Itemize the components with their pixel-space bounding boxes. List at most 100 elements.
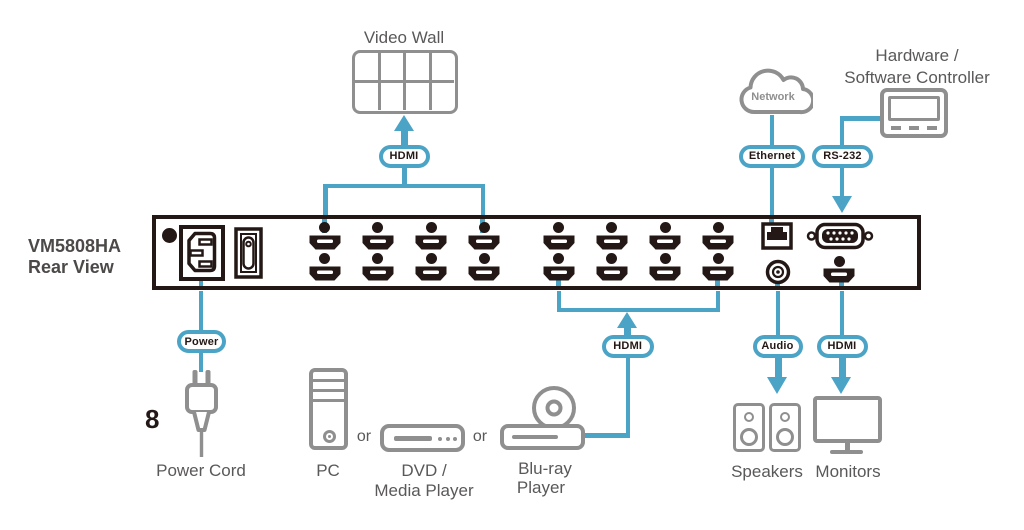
hdmi-port-shape (649, 266, 681, 280)
hdmi-port (702, 266, 734, 281)
controller-key (927, 126, 937, 130)
port-dot (833, 255, 845, 267)
monitor-base (830, 450, 863, 454)
controller-key (909, 126, 919, 130)
hdmi-port-shape (362, 266, 394, 280)
wire-stub (839, 281, 844, 286)
port-dot (606, 252, 618, 264)
network-label: Network (751, 91, 795, 103)
controller-screen (888, 96, 940, 121)
port-dot (606, 221, 618, 233)
hdmi-port (543, 266, 575, 281)
port-dot (659, 221, 671, 233)
wire-rs232 (842, 116, 880, 121)
monitor-icon (813, 396, 882, 443)
port-dot (319, 252, 330, 264)
pc-icon (309, 368, 348, 450)
ethernet-pill: Ethernet (739, 144, 805, 168)
hdmi-port-shape (823, 268, 854, 282)
screw-icon (161, 227, 177, 243)
controller-label-line2: Software Controller (844, 68, 990, 87)
video-wall-grid-line (355, 80, 454, 83)
bluray-disc-icon (532, 386, 576, 430)
hdmi-port-shape (543, 235, 574, 249)
power-plug-icon (185, 370, 218, 457)
dvd-dot (438, 436, 442, 441)
wire-sources (625, 356, 630, 435)
or-label: or (472, 428, 488, 445)
hdmi-port-shape (415, 266, 447, 280)
port-dot (553, 252, 564, 264)
controller-label-line1: Hardware / (875, 46, 959, 65)
wire-input-bracket (556, 307, 721, 312)
hdmi-port-column (700, 221, 736, 281)
hdmi-pill: HDMI (602, 334, 654, 358)
speaker-tweeter (744, 412, 754, 422)
hdmi-port (468, 266, 500, 281)
network-cloud-icon (739, 68, 813, 115)
wire-audio (774, 355, 782, 378)
hdmi-port (362, 235, 394, 250)
speaker-woofer (776, 428, 794, 446)
dvd-dot (453, 436, 457, 441)
hdmi-port (596, 266, 628, 281)
hdmi-pill: HDMI (816, 334, 868, 358)
hdmi-port-shape (468, 266, 500, 280)
hdmi-port-shape (309, 266, 340, 280)
arrow-up-icon (393, 115, 414, 131)
video-wall-icon (352, 50, 458, 114)
hdmi-port (468, 235, 500, 250)
speaker-tweeter (780, 412, 790, 422)
power-inlet (178, 224, 225, 281)
dvd-slot (394, 436, 432, 441)
wire-video-wall (401, 130, 408, 147)
speaker-woofer (740, 428, 758, 446)
monitors-label: Monitors (815, 462, 881, 481)
hdmi-port (309, 235, 341, 250)
port-dot (425, 221, 437, 233)
bluray-label-line2: Player (516, 478, 566, 497)
device-view-label: Rear View (28, 257, 114, 277)
hdmi-port-column (360, 221, 396, 281)
arrow-down-icon (831, 196, 852, 213)
bluray-slot (512, 435, 558, 439)
video-wall-label: Video Wall (363, 28, 445, 47)
pc-vent-line (313, 389, 344, 392)
wire-monitor (838, 355, 846, 378)
speaker-icon (769, 403, 801, 452)
wire-stub (198, 278, 203, 286)
wire-stub (769, 219, 774, 223)
hdmi-port (415, 235, 447, 250)
controller-key (891, 126, 901, 130)
dvd-player-icon (380, 424, 465, 452)
speakers-label: Speakers (731, 462, 803, 481)
arrow-down-icon (766, 377, 787, 394)
power-pill: Power (177, 330, 226, 353)
bluray-player-icon (500, 424, 585, 450)
hdmi-port (823, 268, 855, 288)
port-dot (712, 221, 724, 233)
port-dot (319, 221, 330, 233)
ethernet-port (760, 221, 793, 250)
hdmi-port-shape (543, 266, 574, 280)
port-dot (553, 221, 564, 233)
hdmi-output-ports (307, 221, 503, 281)
pc-vent-line (313, 379, 344, 382)
wire-sources (624, 327, 632, 336)
or-label: or (356, 428, 372, 445)
hdmi-port-column (647, 221, 683, 281)
rs232-pill: RS-232 (812, 144, 873, 168)
power-switch (233, 226, 263, 279)
device-rear-panel (152, 215, 921, 290)
dvd-dot (445, 436, 450, 441)
port-dot (425, 252, 437, 264)
wire-output-bracket (480, 183, 485, 216)
wire-monitor (839, 291, 845, 336)
wire-audio (775, 291, 781, 336)
port-dot (372, 221, 384, 233)
dvd-label-line1: DVD / (401, 461, 447, 480)
port-dot (372, 252, 384, 264)
controller-icon (880, 88, 948, 138)
hdmi-port (309, 266, 341, 281)
hdmi-port (596, 235, 628, 250)
